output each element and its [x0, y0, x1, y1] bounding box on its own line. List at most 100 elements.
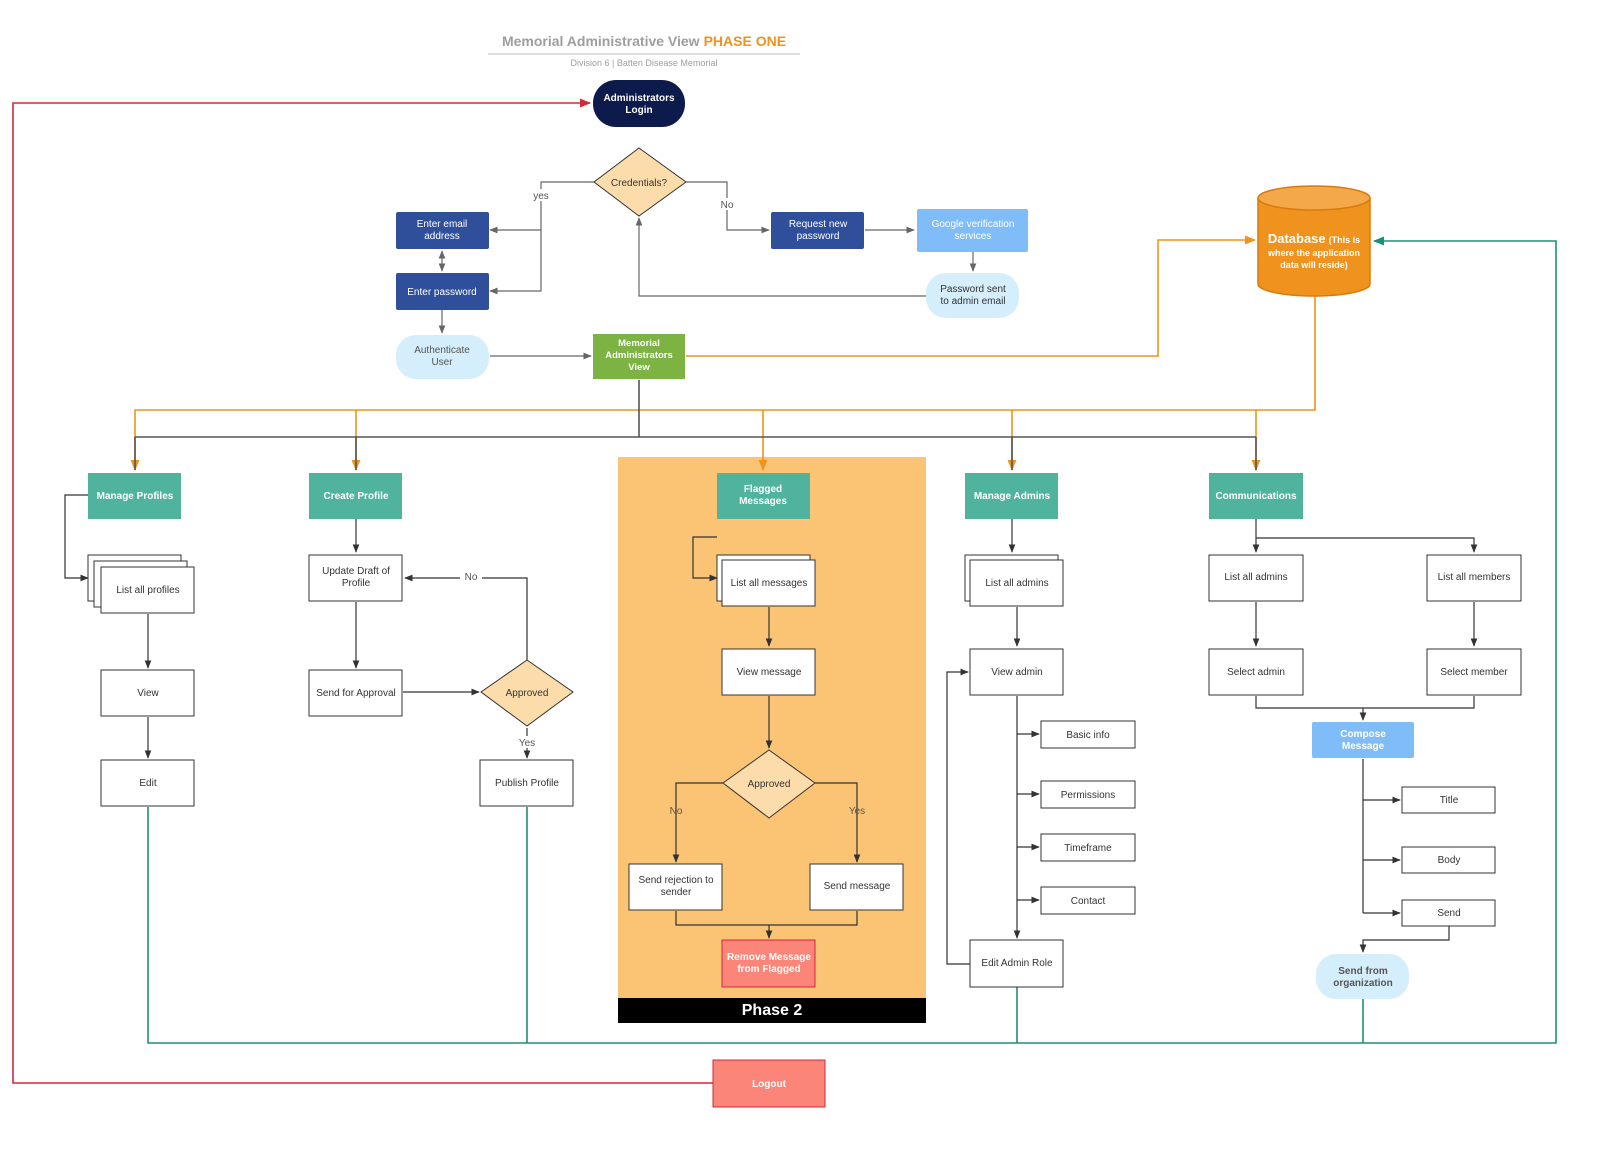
- view-admin-node[interactable]: View admin: [969, 648, 1064, 696]
- list-members-node[interactable]: List all members: [1426, 554, 1522, 602]
- profile-no-label: No: [465, 572, 478, 583]
- merge-connector: [675, 911, 858, 926]
- profile-yes-label: Yes: [519, 738, 535, 749]
- to-password-connector: [489, 230, 542, 295]
- send-message-label: Send message: [824, 881, 891, 892]
- permissions-node[interactable]: Permissions: [1040, 780, 1136, 809]
- publish-profile-label: Publish Profile: [495, 778, 559, 789]
- database-bus-connector: [130, 296, 1316, 472]
- list-admins-comm-node[interactable]: List all admins: [1208, 554, 1304, 602]
- edit-label: Edit: [139, 778, 156, 789]
- logout-node[interactable]: Logout: [712, 1059, 826, 1108]
- credentials-decision: Credentials?: [593, 147, 687, 217]
- send-org-connector: [1359, 926, 1450, 953]
- select-member-node[interactable]: Select member: [1426, 648, 1522, 696]
- list-profiles-node[interactable]: List all profiles: [87, 554, 195, 614]
- select-admin-label: Select admin: [1227, 667, 1285, 678]
- basic-info-node[interactable]: Basic info: [1040, 720, 1136, 749]
- sent-credentials-connector: [635, 217, 926, 297]
- send-approval-label: Send for Approval: [316, 688, 396, 699]
- list-messages-node[interactable]: List all messages: [716, 554, 816, 607]
- edit-admin-role-node[interactable]: Edit Admin Role: [969, 939, 1064, 988]
- edit-admin-role-label: Edit Admin Role: [981, 958, 1053, 969]
- edit-profile-node[interactable]: Edit: [100, 759, 195, 807]
- phase2-region: [618, 457, 926, 998]
- view-profile-node[interactable]: View: [100, 669, 195, 717]
- publish-profile-node[interactable]: Publish Profile: [479, 759, 574, 807]
- msg-yes-label: Yes: [849, 806, 865, 817]
- msg-yes-connector: [815, 782, 861, 863]
- phase2-banner: [618, 998, 926, 1023]
- list-members-label: List all members: [1438, 572, 1511, 583]
- contact-node[interactable]: Contact: [1040, 886, 1136, 915]
- profile-no-connector: [404, 574, 528, 660]
- comm-list-members-connector: [1256, 537, 1478, 553]
- list-admins-node[interactable]: List all admins: [964, 554, 1064, 607]
- select-merge-connector: [1255, 696, 1475, 709]
- basic-info-label: Basic info: [1066, 730, 1110, 741]
- title-field-node[interactable]: Title: [1401, 786, 1496, 814]
- send-message-node[interactable]: Send message: [809, 863, 904, 911]
- logout-loop-connector: [12, 98, 713, 1084]
- communications-label: Communications: [1215, 491, 1297, 502]
- select-member-label: Select member: [1440, 667, 1508, 678]
- communications-node[interactable]: Communications: [1209, 473, 1303, 519]
- profiles-list-connector: [64, 494, 89, 582]
- send-approval-node[interactable]: Send for Approval: [308, 669, 403, 717]
- create-profile-node[interactable]: Create Profile: [309, 473, 402, 519]
- phase2-label: Phase 2: [742, 1002, 803, 1019]
- list-profiles-label: List all profiles: [116, 585, 179, 596]
- list-messages-label: List all messages: [731, 578, 808, 589]
- database-label: Database(This is: [1268, 231, 1360, 246]
- no-label: No: [721, 200, 734, 211]
- approved-message-decision: Approved: [722, 749, 816, 819]
- logout-label: Logout: [752, 1079, 787, 1090]
- select-admin-node[interactable]: Select admin: [1208, 648, 1304, 696]
- view-database-connector: [686, 235, 1257, 357]
- timeframe-node[interactable]: Timeframe: [1040, 833, 1136, 862]
- view-message-node[interactable]: View message: [721, 648, 816, 696]
- yes-label: yes: [533, 191, 549, 202]
- enter-password-node: Enter password: [396, 273, 489, 310]
- credentials-yes-connector: [489, 181, 594, 234]
- send-node[interactable]: Send: [1401, 899, 1496, 927]
- diagram-subtitle: Division 6 | Batten Disease Memorial: [571, 58, 718, 68]
- create-profile-label: Create Profile: [323, 491, 388, 502]
- timeframe-label: Timeframe: [1064, 843, 1112, 854]
- approved-profile-label: Approved: [506, 688, 549, 699]
- view-message-label: View message: [737, 667, 802, 678]
- body-field-node[interactable]: Body: [1401, 846, 1496, 874]
- manage-admins-node[interactable]: Manage Admins: [965, 473, 1058, 519]
- edge-labels: yes No No Yes No Yes: [460, 189, 865, 817]
- flagged-list-connector: [692, 536, 718, 582]
- permissions-label: Permissions: [1061, 790, 1115, 801]
- manage-profiles-node[interactable]: Manage Profiles: [88, 473, 181, 519]
- enter-password-label: Enter password: [407, 287, 476, 298]
